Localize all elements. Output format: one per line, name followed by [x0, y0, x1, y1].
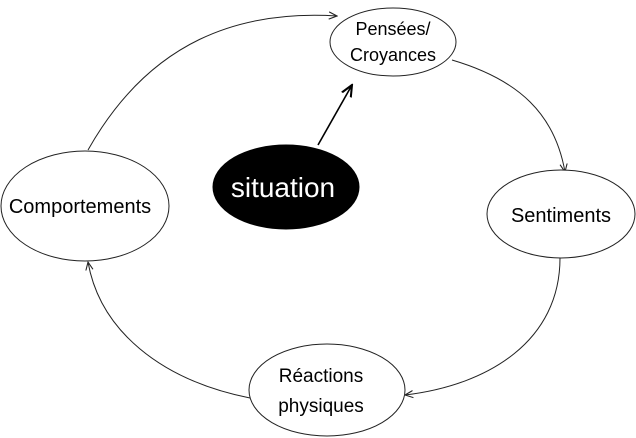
node-comportements-label: Comportements [9, 196, 151, 218]
node-pensees-line-1: Pensées/ [355, 19, 430, 39]
node-reactions-line-2: physiques [278, 396, 364, 417]
node-reactions-physiques: Réactions physiques [248, 343, 406, 437]
node-reactions-shape [248, 343, 406, 437]
edge-comportements-to-pensees [87, 15, 337, 151]
edge-sentiments-to-reactions [405, 257, 561, 395]
node-situation-label: situation [231, 172, 335, 203]
node-pensees-line-2: Croyances [350, 45, 436, 65]
node-sentiments: Sentiments [486, 169, 636, 259]
node-reactions-line-1: Réactions [279, 366, 364, 387]
node-comportements: Comportements [0, 150, 170, 262]
node-pensees-croyances: Pensées/ Croyances [329, 7, 457, 77]
node-sentiments-shape [486, 169, 636, 259]
node-situation-shape [212, 144, 360, 230]
node-situation: situation [212, 144, 360, 230]
edge-situation-to-pensees [317, 85, 352, 146]
node-pensees-shape [329, 7, 457, 77]
edge-pensees-to-sentiments [451, 59, 565, 172]
edge-reactions-to-comportements [88, 262, 251, 399]
node-comportements-shape [0, 150, 170, 262]
node-sentiments-label: Sentiments [511, 205, 611, 227]
